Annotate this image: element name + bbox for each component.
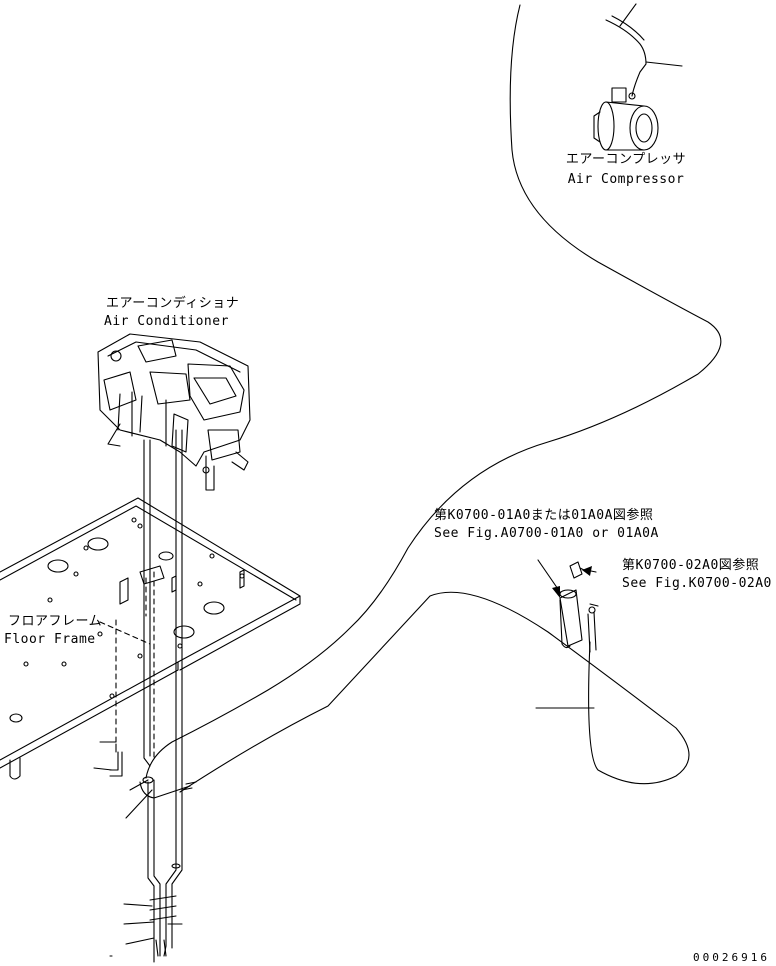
refrigerant-hose-long: [145, 4, 722, 779]
floor-frame: [0, 497, 301, 780]
reference-1-label-en: See Fig.A0700-01A0 or 01A0A: [434, 526, 659, 541]
air-conditioner-label-en: Air Conditioner: [104, 314, 229, 329]
refrigerant-hose-receiver: [179, 591, 690, 793]
compressor-label-jp: エアーコンプレッサ: [565, 152, 687, 167]
floor-frame-label-jp: フロアフレーム: [8, 614, 103, 629]
document-number: 00026916: [693, 951, 770, 964]
reference-1-label-jp: 第K0700-01A0または01A0A図参照: [434, 508, 654, 523]
air-conditioner-label-jp: エアーコンディショナ: [106, 296, 240, 311]
compressor-hose: [605, 19, 647, 97]
floor-frame-label-en: Floor Frame: [4, 632, 96, 647]
reference-2-label-jp: 第K0700-02A0図参照: [622, 558, 760, 573]
compressor-label-en: Air Compressor: [567, 172, 685, 187]
callout-leaders: [93, 707, 595, 957]
receiver-drier: [559, 561, 597, 653]
reference-2-label-en: See Fig.K0700-02A0: [622, 576, 772, 591]
air-compressor: [593, 87, 659, 151]
air-conditioner-unit: [97, 333, 251, 491]
ac-pipes: [109, 429, 197, 963]
